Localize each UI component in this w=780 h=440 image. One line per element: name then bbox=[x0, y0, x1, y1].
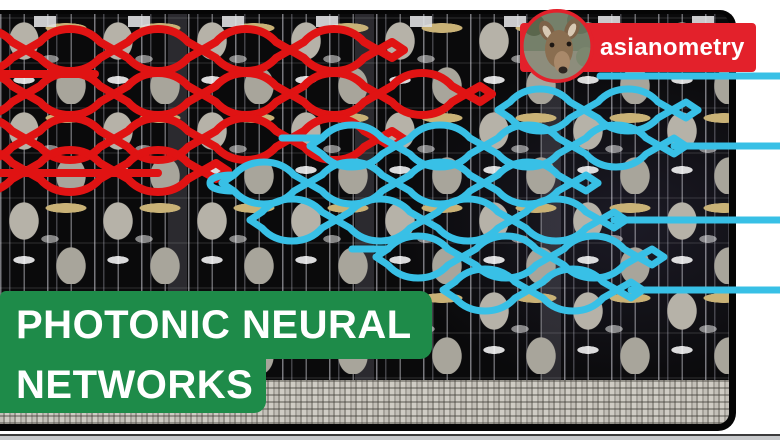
title-line2-box: NETWORKS bbox=[0, 359, 266, 413]
title-line2: NETWORKS bbox=[16, 363, 254, 407]
die-top-structures bbox=[0, 16, 729, 27]
title-line1: PHOTONIC NEURAL bbox=[16, 303, 412, 347]
channel-avatar[interactable] bbox=[519, 8, 595, 84]
title-line1-box: PHOTONIC NEURAL bbox=[0, 291, 432, 359]
channel-name: asianometry bbox=[600, 34, 745, 61]
bottom-bar bbox=[0, 434, 780, 440]
red-waveguide-mesh bbox=[0, 25, 496, 196]
channel-badge[interactable]: asianometry bbox=[519, 8, 756, 84]
cyan-waveguide-mesh bbox=[206, 72, 780, 315]
deer-avatar-icon bbox=[519, 8, 595, 84]
